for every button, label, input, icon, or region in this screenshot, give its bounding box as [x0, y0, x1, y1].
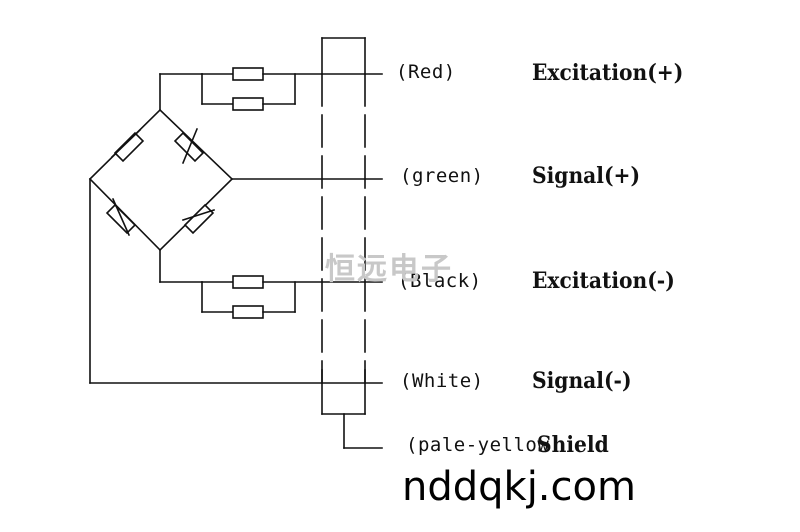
strain-gauge-bottom-right — [181, 203, 216, 235]
cable-sheath — [321, 37, 366, 415]
wire-label-pale-yellow: (pale-yellow — [406, 434, 550, 456]
wire-label-red: (Red) — [396, 61, 456, 83]
signal-label-excitation-plus: Excitation(+) — [532, 60, 684, 86]
wire-label-black: (Black) — [398, 270, 482, 292]
signal-label-excitation-minus: Excitation(-) — [532, 268, 675, 294]
wire-label-white: (White) — [400, 370, 484, 392]
signal-label-signal-minus: Signal(-) — [532, 368, 632, 394]
excitation-minus-wire — [159, 249, 383, 319]
strain-gauge-bottom-left — [105, 197, 137, 237]
wire-label-green: (green) — [400, 165, 484, 187]
signal-minus-wire — [89, 178, 383, 384]
strain-gauge-top-right — [173, 127, 205, 165]
bridge-diamond — [88, 108, 234, 252]
shield-wire — [343, 413, 383, 449]
site-url: nddqkj.com — [402, 464, 636, 510]
signal-label-shield: Shield — [537, 432, 609, 458]
watermark: 恒远电子 — [325, 252, 453, 287]
excitation-plus-wire — [159, 67, 383, 111]
strain-gauge-top-left — [110, 128, 145, 163]
signal-label-signal-plus: Signal(+) — [532, 163, 641, 189]
